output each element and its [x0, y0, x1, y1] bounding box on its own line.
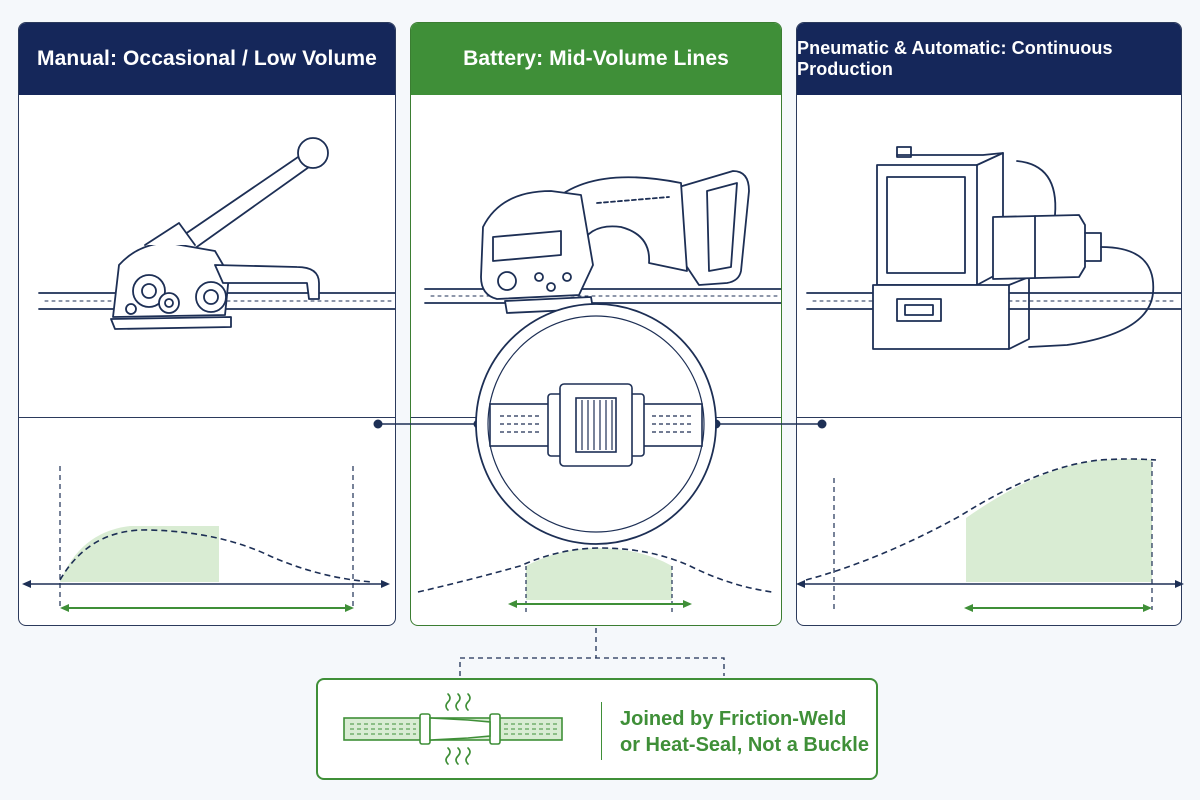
panel-divider: [797, 417, 1181, 418]
callout-bracket: [459, 628, 725, 676]
callout-box: Joined by Friction-Weld or Heat-Seal, No…: [316, 678, 878, 780]
panel-manual: Manual: Occasional / Low Volume: [18, 22, 396, 626]
panel-battery-title: Battery: Mid-Volume Lines: [411, 23, 781, 95]
callout-separator: [601, 702, 602, 760]
panel-divider: [411, 417, 781, 418]
heat-waves-icon: [445, 693, 471, 765]
callout-line-2: or Heat-Seal, Not a Buckle: [620, 734, 869, 756]
panel-battery: Battery: Mid-Volume Lines: [410, 22, 782, 626]
callout-line-1: Joined by Friction-Weld: [620, 708, 847, 730]
welded-strap-icon: [343, 693, 563, 765]
panel-battery-body: [411, 95, 781, 625]
panel-manual-body: [19, 95, 395, 625]
callout-text: Joined by Friction-Weld or Heat-Seal, No…: [620, 706, 870, 758]
panel-auto: Pneumatic & Automatic: Continuous Produc…: [796, 22, 1182, 626]
automatic-strapping-head-icon: [806, 146, 1181, 350]
panel-auto-body: [797, 95, 1181, 625]
manual-strapping-tool-icon: [38, 137, 395, 330]
battery-strapping-tool-icon: [424, 170, 781, 314]
panel-auto-title: Pneumatic & Automatic: Continuous Produc…: [797, 23, 1181, 95]
panel-manual-title: Manual: Occasional / Low Volume: [19, 23, 395, 95]
panel-divider: [19, 417, 395, 418]
